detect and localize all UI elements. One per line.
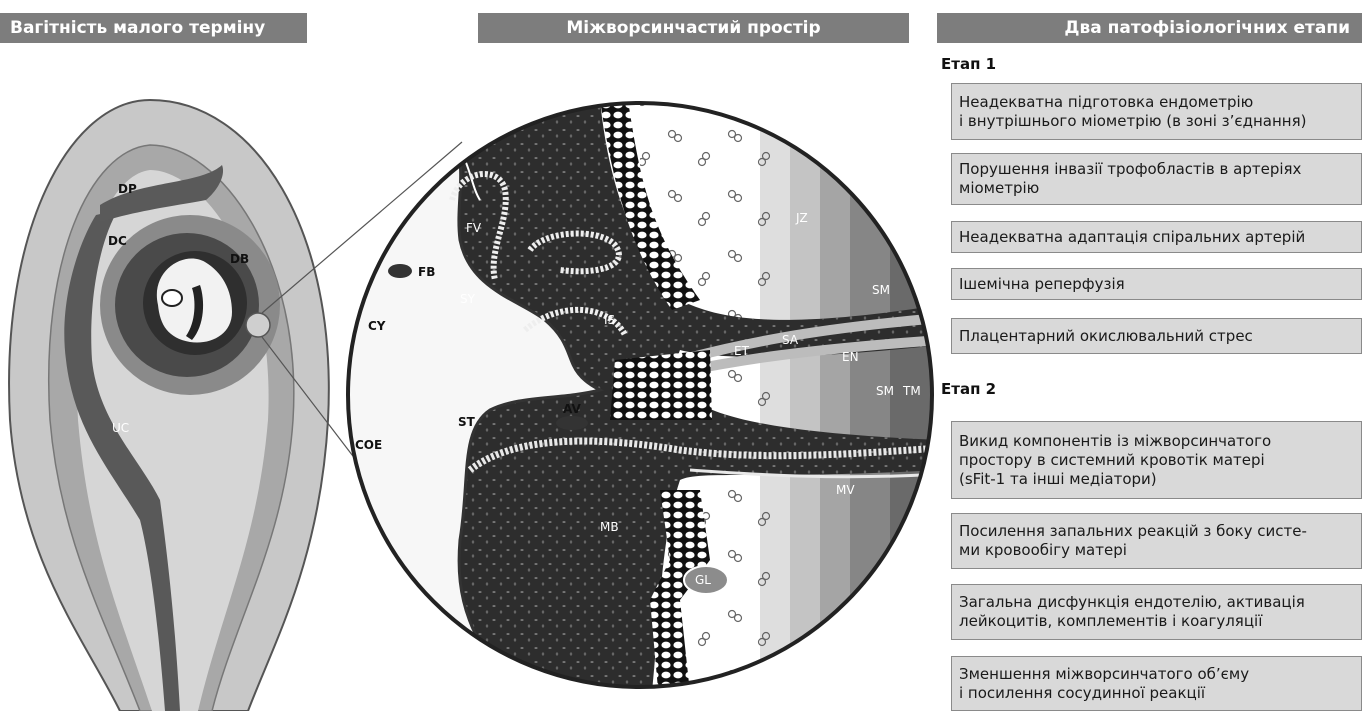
label-is: IS	[604, 313, 615, 327]
label-sy: SY	[460, 292, 476, 306]
stage-2-item-1: Викид компонентів із міжворсинчатого про…	[951, 421, 1362, 499]
label-av: AV	[563, 402, 581, 416]
label-fb: FB	[418, 265, 435, 279]
label-et-mid: ET	[734, 344, 750, 358]
stage-2-item-3: Загальна дисфункція ендотелію, активація…	[951, 584, 1362, 640]
stage-2-item-2: Посилення запальних реакцій з боку систе…	[951, 513, 1362, 569]
stage-2-item-4: Зменшення міжворсинчатого об’єму і посил…	[951, 656, 1362, 711]
label-mv: MV	[836, 483, 855, 497]
stage-1-title: Етап 1	[941, 55, 996, 73]
label-tm: TM	[902, 384, 921, 398]
stage-1-item-3: Неадекватна адаптація спіральних артерій	[951, 221, 1362, 253]
stage-1-item-4: Ішемічна реперфузія	[951, 268, 1362, 300]
label-jz: JZ	[795, 211, 808, 225]
stage-1-item-1: Неадекватна підготовка ендометрію і внут…	[951, 83, 1362, 140]
stage-1-item-5: Плацентарний окислювальний стрес	[951, 318, 1362, 354]
label-cy: CY	[368, 319, 386, 333]
label-dp: DP	[118, 182, 137, 196]
label-sm-bottom: SM	[876, 384, 894, 398]
label-st: ST	[458, 415, 476, 429]
label-gl: GL	[695, 573, 711, 587]
label-db: DB	[230, 252, 249, 266]
label-fv: FV	[466, 221, 482, 235]
stage-1-item-2: Порушення інвазії трофобластів в артерія…	[951, 153, 1362, 205]
label-dc: DC	[108, 234, 127, 248]
label-sm-top: SM	[872, 283, 890, 297]
label-mb: MB	[600, 520, 619, 534]
label-uc: UC	[112, 421, 129, 435]
label-en: EN	[842, 350, 859, 364]
placenta-diagram: DP DC DB UC	[0, 0, 940, 711]
label-sa: SA	[782, 333, 799, 347]
magnified-circle: ET FV FB SY CY IS JZ SM SA ET EN SM TM C…	[340, 90, 940, 711]
label-coe: COE	[355, 438, 382, 452]
header-two-stages: Два патофізіологічних етапи	[937, 13, 1362, 43]
stage-2-title: Етап 2	[941, 380, 996, 398]
